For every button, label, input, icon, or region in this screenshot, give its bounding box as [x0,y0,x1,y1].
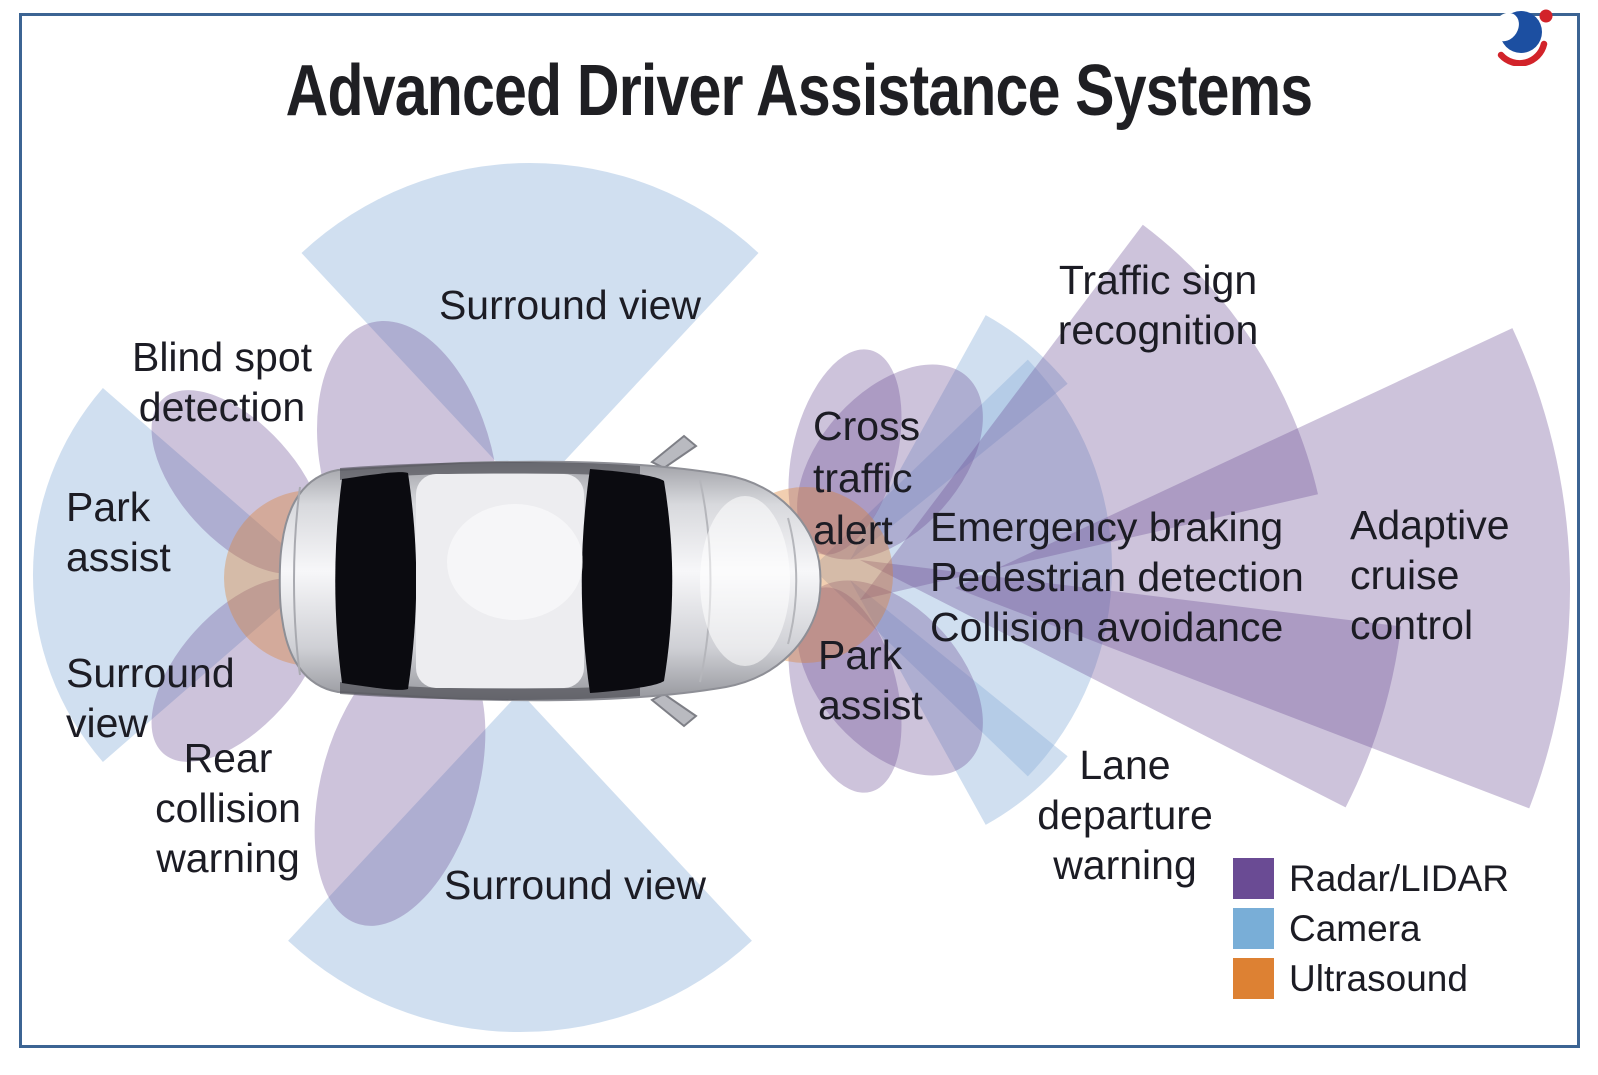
car-beltline-bottom [340,682,640,700]
label-line: collision [155,785,301,831]
label-line: detection [138,384,306,430]
legend-label: Ultrasound [1289,958,1468,999]
label-line: Surround [66,650,235,696]
camera-fan-left [32,388,318,762]
label-line: Park [818,632,903,678]
label-traffic-sign-recognition: Traffic sign recognition [1058,255,1259,355]
side-mirror-right [650,692,698,728]
label-line: Blind spot [131,334,313,380]
radar-petal-front-up [788,349,902,555]
label-line: Surround view [443,862,707,908]
label-line: cruise [1350,552,1460,598]
label-line: Adaptive [1350,502,1510,548]
car-bumper-seam [787,517,798,645]
legend: Radar/LIDAR Camera Ultrasound [1233,858,1509,999]
label-line: warning [1053,842,1197,888]
camera-fan-front-lower [850,580,1068,825]
radar-lidar-swatch-icon [1233,858,1274,899]
label-park-assist-left: Park assist [66,482,171,582]
label-park-assist-right: Park assist [818,630,923,730]
label-line: assist [66,534,171,580]
camera-swatch-icon [1233,908,1274,949]
label-line: Lane [1079,742,1171,788]
car-trunk-seam [293,486,301,676]
side-mirror-left [650,434,698,470]
label-adaptive-cruise-control: Adaptive cruise control [1350,500,1510,650]
radar-fan-traffic-sign [860,224,1318,600]
legend-item-camera: Camera [1233,908,1509,949]
label-line: warning [156,835,300,881]
label-line: alert [813,507,893,553]
label-line: Park [66,484,151,530]
radar-fan-adaptive-cruise [955,328,1571,809]
legend-item-radar: Radar/LIDAR [1233,858,1509,899]
label-line: Emergency braking [930,504,1284,550]
company-logo-icon [1493,9,1553,66]
radar-petal-rear-collision [314,638,486,926]
label-blind-spot-detection: Blind spot detection [132,332,312,432]
legend-label: Radar/LIDAR [1289,858,1510,899]
ultrasound-swatch-icon [1233,958,1274,999]
car-beltline-top [340,462,640,480]
radar-petal-front-lower [797,580,983,776]
car-windshield [581,469,673,693]
legend-label: Camera [1289,908,1421,949]
page-title: Advanced Driver Assistance Systems [0,50,1598,132]
camera-fan-front [812,359,1113,777]
label-surround-view-left: Surround view [66,648,235,748]
camera-fan-top [301,162,759,499]
radar-petal-front-upper [797,364,983,560]
label-line: Cross [813,403,921,449]
label-cross-traffic-alert: Cross traffic alert [813,400,920,556]
car-top-view [278,434,822,728]
label-line: recognition [1057,307,1259,353]
label-lane-departure-warning: Lane departure warning [1037,740,1213,890]
page-title-text: Advanced Driver Assistance Systems [285,51,1313,131]
label-line: view [66,700,149,746]
camera-fan-front-upper [850,315,1068,560]
label-line: Rear [183,735,273,781]
label-rear-collision-warning: Rear collision warning [155,733,301,883]
label-line: departure [1037,792,1213,838]
label-surround-view-bottom: Surround view [444,860,706,910]
legend-item-ultrasound: Ultrasound [1233,958,1509,999]
radar-petal-rear-lower [151,578,325,762]
label-line: assist [818,682,923,728]
label-line: Collision avoidance [930,604,1284,650]
label-line: traffic [813,455,913,501]
label-line: Surround view [438,282,702,328]
label-line: Traffic sign [1058,257,1258,303]
label-line: Pedestrian detection [930,554,1304,600]
radar-petal-front-down [788,587,902,793]
label-front-safety-features: Emergency braking Pedestrian detection C… [930,502,1304,652]
camera-fan-bottom [288,692,752,1033]
label-surround-view-top: Surround view [439,280,701,330]
radar-fan-lane-departure [860,560,1401,808]
car-roof-highlight [447,504,583,620]
radar-petal-rear-upper [151,390,325,574]
label-line: control [1350,602,1474,648]
car-rear-window [335,472,417,690]
car-hood-highlight [700,496,790,666]
